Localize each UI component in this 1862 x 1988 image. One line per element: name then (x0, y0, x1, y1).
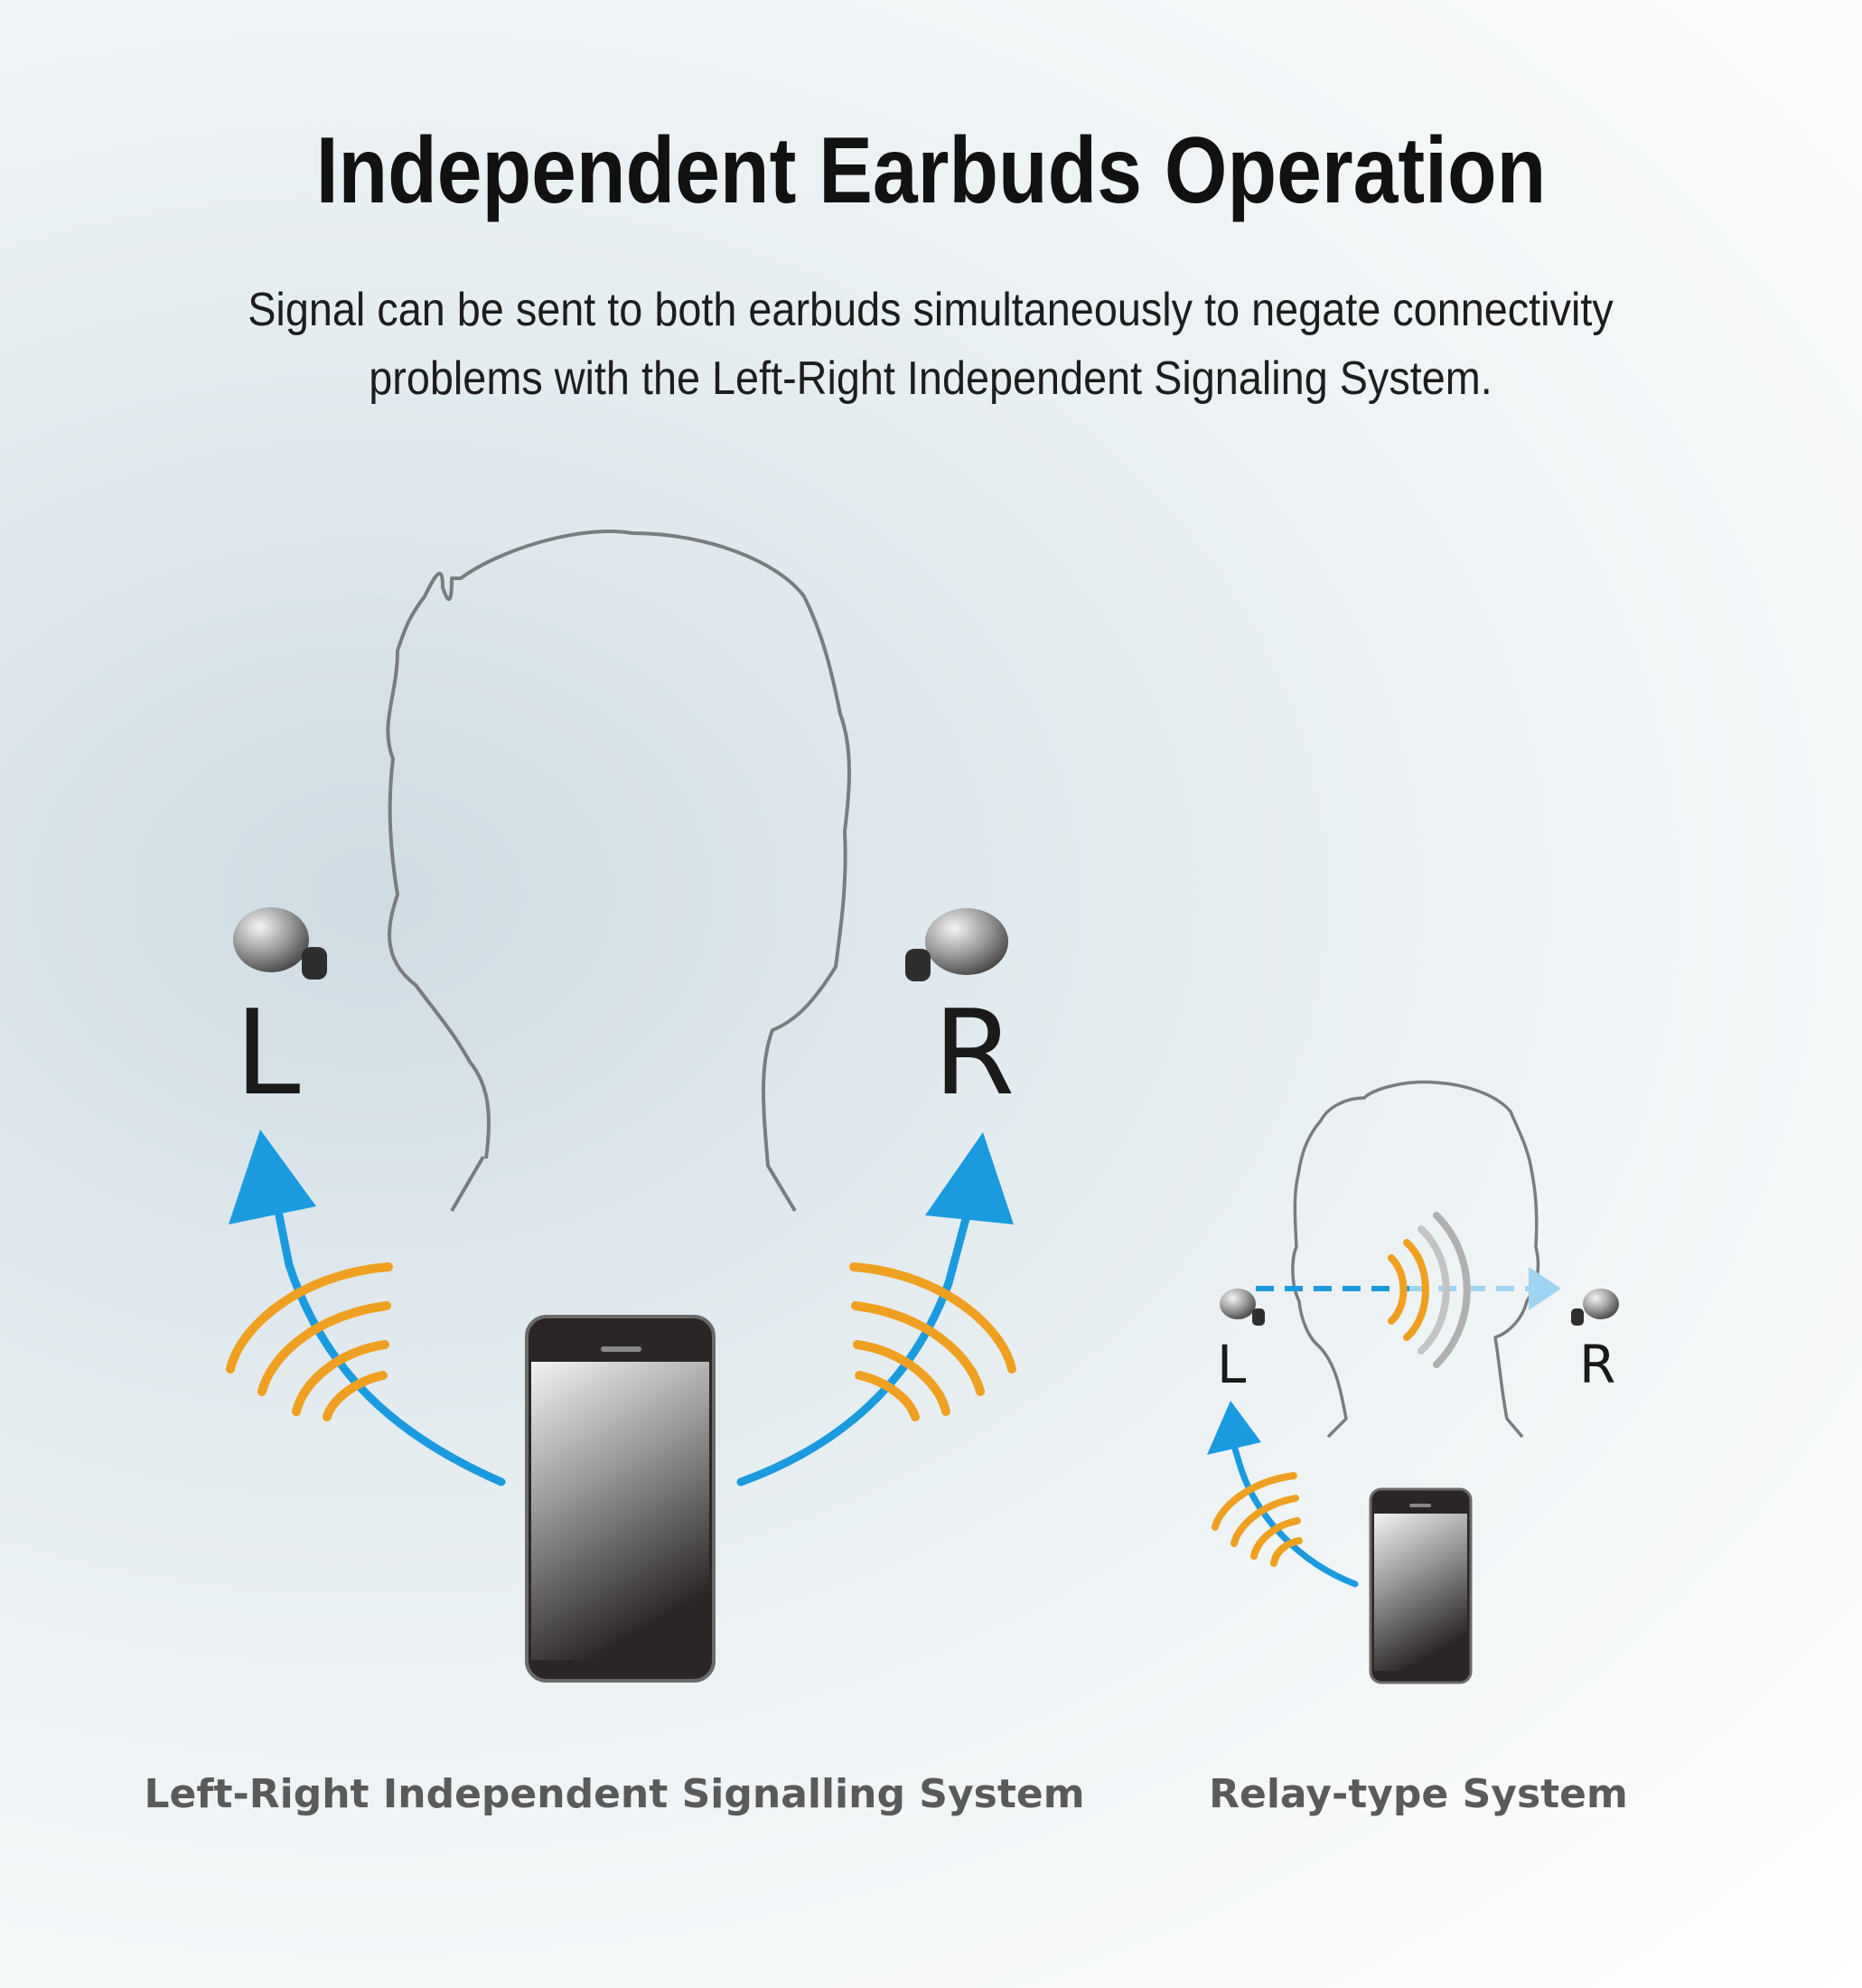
left-arrowhead-icon (229, 1130, 316, 1224)
relay-waves-icon (1388, 1212, 1471, 1368)
left-earbud-icon (233, 907, 327, 980)
relay-signal-arrow (1230, 1442, 1359, 1588)
relay-arrowhead-icon (1529, 1267, 1561, 1310)
right-arrowhead-icon (925, 1132, 1014, 1224)
relay-left-arrowhead-icon (1207, 1401, 1261, 1455)
right-diagram: L R (1207, 1080, 1619, 1684)
left-diagram-caption: Left-Right Independent Signalling System (144, 1771, 1085, 1817)
small-left-ear-label: L (1217, 1334, 1246, 1395)
left-ear-label: L (235, 984, 300, 1121)
left-signal-waves-icon (226, 1262, 393, 1421)
right-ear-label: R (933, 984, 1015, 1121)
right-diagram-caption: Relay-type System (1209, 1771, 1628, 1817)
page-subtitle: Signal can be sent to both earbuds simul… (248, 284, 1614, 405)
small-head-outline (1291, 1080, 1540, 1439)
right-signal-waves-icon (849, 1262, 1016, 1421)
left-diagram: L R (226, 530, 1016, 1683)
small-smartphone-icon (1369, 1487, 1473, 1684)
smartphone-icon (525, 1315, 716, 1683)
right-earbud-icon (905, 908, 1008, 981)
left-signal-arrow (274, 1206, 506, 1486)
small-right-earbud-icon (1571, 1289, 1619, 1326)
small-right-ear-label: R (1579, 1334, 1615, 1395)
right-signal-arrow (736, 1211, 971, 1486)
head-outline (386, 530, 851, 1213)
small-left-earbud-icon (1220, 1289, 1265, 1326)
relay-phone-waves-icon (1212, 1472, 1303, 1567)
page-title: Independent Earbuds Operation (315, 118, 1547, 223)
